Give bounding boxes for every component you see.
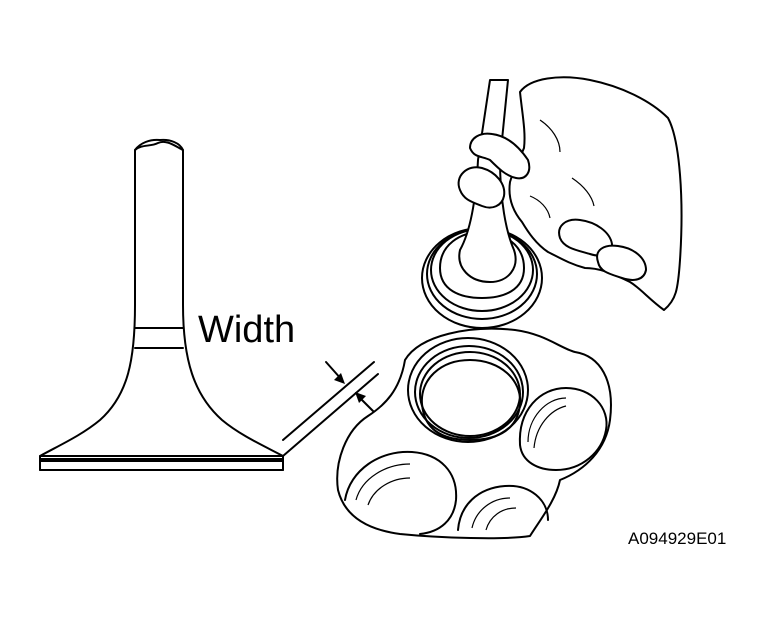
width-label: Width <box>198 309 296 351</box>
valve-stem-break <box>134 140 184 151</box>
width-extension-line-lower <box>282 373 379 457</box>
lower-right-port-outline <box>457 484 549 531</box>
hand <box>457 76 683 311</box>
lower-right-port-shading <box>471 497 517 531</box>
valve-port-opening <box>420 359 522 441</box>
hand-ring-finger <box>596 244 647 281</box>
lapping-valve-head-top <box>439 231 525 299</box>
valve-seat-outer <box>407 337 529 443</box>
right-port-shading <box>527 397 567 449</box>
lower-left-port-shading <box>355 463 411 506</box>
hand-knuckle-lines <box>529 119 595 219</box>
figure-code-label: A094929E01 <box>628 529 727 548</box>
width-arrow-lower-head <box>355 392 366 403</box>
width-dimension <box>282 361 379 457</box>
valve-seat-ring-1 <box>414 345 524 439</box>
engine-valve <box>39 138 284 471</box>
hand-middle-finger <box>558 218 613 257</box>
hand-outline <box>508 76 683 311</box>
width-extension-line-upper <box>282 361 375 441</box>
hand-index-finger <box>469 132 531 180</box>
cylinder-head-block <box>336 327 612 540</box>
width-arrow-upper-head <box>334 373 345 384</box>
valve-body-outline <box>39 138 284 471</box>
hand-thumb <box>457 166 506 209</box>
lower-left-port-outline <box>344 450 458 535</box>
right-port-outline <box>518 387 608 471</box>
valve-face-band <box>40 458 283 462</box>
